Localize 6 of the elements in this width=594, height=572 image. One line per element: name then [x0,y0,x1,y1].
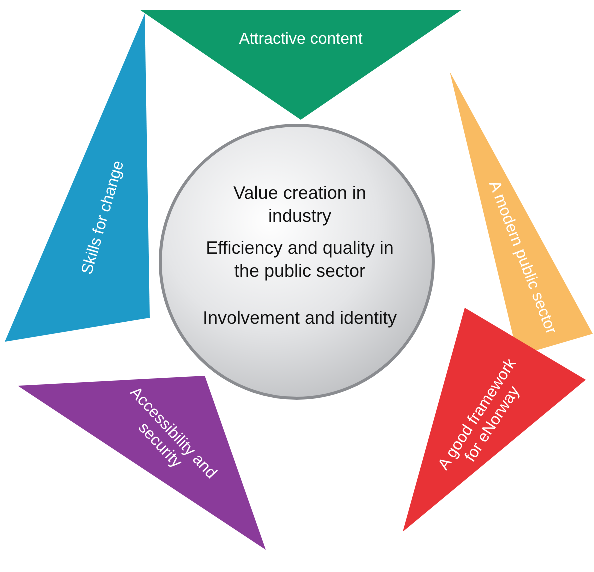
triangle-label: Attractive content [238,30,364,50]
center-text: Efficiency and quality in the public sector [205,237,395,282]
triangle-label: Skills for change [78,158,129,279]
center-text: Value creation in industry [232,182,368,227]
triangle-label: A modern public sector [484,178,561,339]
center-text: Involvement and identity [202,307,398,330]
